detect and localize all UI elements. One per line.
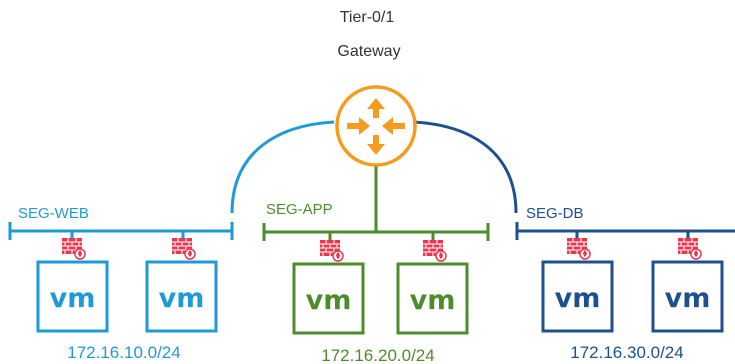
vm-label: vm [555, 283, 601, 314]
vm-app-2: vm [396, 262, 469, 335]
vm-label: vm [159, 283, 205, 314]
vm-web-2: vm [145, 260, 218, 333]
segment-app-bus [262, 223, 490, 245]
vm-label: vm [50, 283, 96, 314]
segment-db-subnet: 172.16.30.0/24 [570, 343, 683, 362]
vm-db-2: vm [651, 260, 724, 333]
firewall-icon [678, 238, 702, 260]
segment-db-bus [515, 222, 735, 244]
firewall-icon [423, 240, 447, 262]
vm-app-1: vm [292, 262, 365, 335]
segment-web-subnet: 172.16.10.0/24 [67, 343, 180, 362]
gateway-title-line2: Gateway [337, 43, 400, 60]
firewall-icon [567, 238, 591, 260]
firewall-icon [62, 238, 86, 260]
vm-label: vm [665, 283, 711, 314]
vm-label: vm [306, 285, 352, 316]
segment-app-subnet: 172.16.20.0/24 [321, 346, 434, 364]
web-uplink-arc [230, 120, 335, 214]
router-icon [335, 85, 417, 167]
vm-db-1: vm [541, 260, 614, 333]
segment-web-bus [8, 222, 234, 244]
firewall-icon [320, 240, 344, 262]
segment-db-label: SEG-DB [526, 205, 584, 222]
vm-label: vm [410, 285, 456, 316]
vm-web-1: vm [36, 260, 109, 333]
firewall-icon [172, 238, 196, 260]
db-uplink-arc [413, 120, 518, 214]
segment-web-label: SEG-WEB [18, 205, 89, 222]
segment-app-label: SEG-APP [266, 201, 333, 218]
gateway-title-line1: Tier-0/1 [340, 9, 395, 26]
